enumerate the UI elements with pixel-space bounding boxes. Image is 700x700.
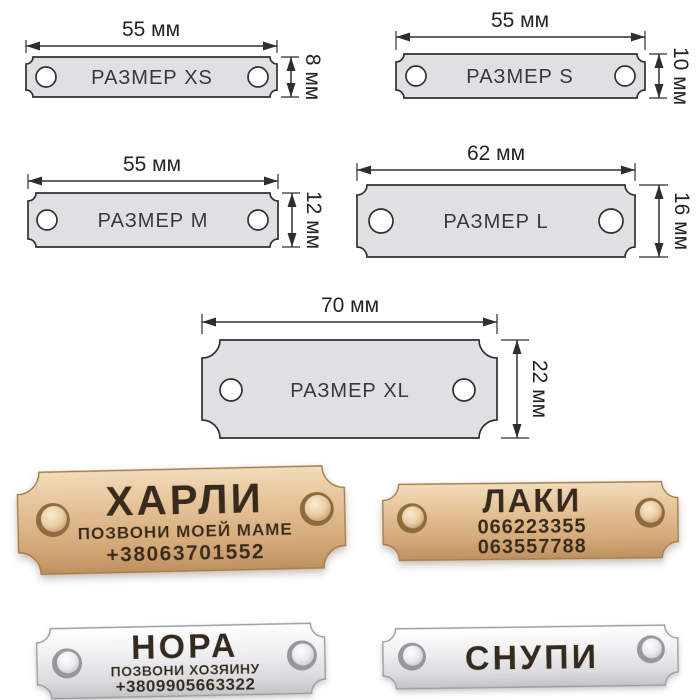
engraved-line: ПОЗВОНИ МОЕЙ МАМЕ xyxy=(78,520,293,544)
size-diagram-s: РАЗМЕР S 55 мм 10 мм xyxy=(395,9,692,105)
height-dimension: 22 мм xyxy=(501,339,551,439)
rivet-cap xyxy=(639,500,662,523)
rivet-cap xyxy=(40,505,67,532)
height-value: 22 мм xyxy=(528,360,551,418)
tag-plate-outline xyxy=(201,339,498,439)
mounting-hole xyxy=(219,378,243,402)
width-value: 55 мм xyxy=(122,18,180,41)
pet-name: НОРА xyxy=(131,627,239,667)
silver-tag-plate xyxy=(35,622,327,700)
size-label: РАЗМЕР XL xyxy=(290,380,410,402)
tag-plate-outline xyxy=(27,192,279,248)
rivet-cap xyxy=(641,638,662,659)
pet-name: ХАРЛИ xyxy=(105,474,264,525)
rivet-cap xyxy=(57,651,80,674)
gold-tag-plate xyxy=(382,480,679,562)
engraved-tag-gold-harli: ХАРЛИ ПОЗВОНИ МОЕЙ МАМЕ +38063701552 xyxy=(16,465,347,575)
rivet-cap xyxy=(402,645,423,666)
height-dimension: 16 мм xyxy=(639,184,693,258)
mounting-hole xyxy=(36,209,58,231)
engraved-tag-gold-laki: ЛАКИ 066223355 063557788 xyxy=(382,480,679,562)
width-value: 55 мм xyxy=(123,153,181,176)
gold-tag-plate xyxy=(16,465,347,575)
tag-plate-outline xyxy=(356,184,636,258)
size-diagram-m: РАЗМЕР M 55 мм 12 мм xyxy=(27,153,325,249)
width-value: 62 мм xyxy=(467,142,525,165)
height-dimension: 12 мм xyxy=(282,191,325,249)
size-label: РАЗМЕР XS xyxy=(91,67,213,89)
engraved-line: ПОЗВОНИ ХОЗЯИНУ xyxy=(110,660,259,679)
width-dimension: 55 мм xyxy=(395,9,646,50)
phone-number: +38063701552 xyxy=(106,540,265,567)
phone-number: 066223355 xyxy=(477,515,586,538)
mounting-hole xyxy=(247,209,269,231)
size-diagram-xs: РАЗМЕР XS 55 мм 8 мм xyxy=(25,18,324,100)
engraved-tag-silver-snupi: СНУПИ xyxy=(382,624,679,690)
size-label: РАЗМЕР L xyxy=(443,211,548,233)
width-value: 55 мм xyxy=(491,9,549,32)
width-dimension: 70 мм xyxy=(201,294,498,334)
height-value: 12 мм xyxy=(302,191,325,249)
size-diagram-xl: РАЗМЕР XL 70 мм 22 мм xyxy=(201,294,551,439)
mounting-hole xyxy=(35,66,57,88)
rivet-cap xyxy=(291,643,314,666)
size-diagram-l: РАЗМЕР L 62 мм 16 мм xyxy=(356,142,693,258)
pet-name: ЛАКИ xyxy=(482,481,581,519)
height-dimension: 8 мм xyxy=(281,54,324,100)
rivet-cap xyxy=(304,494,331,521)
size-label: РАЗМЕР S xyxy=(466,66,573,88)
mounting-hole xyxy=(247,66,269,88)
height-value: 16 мм xyxy=(670,192,693,250)
mounting-hole xyxy=(368,208,394,234)
phone-number: 063557788 xyxy=(478,535,587,558)
tag-plate-outline xyxy=(25,56,278,98)
width-dimension: 55 мм xyxy=(27,153,279,189)
silver-tag-plate xyxy=(382,624,679,690)
engraved-tag-silver-nora: НОРА ПОЗВОНИ ХОЗЯИНУ +3809905663322 xyxy=(35,622,327,700)
size-label: РАЗМЕР M xyxy=(98,210,209,232)
width-dimension: 62 мм xyxy=(356,142,636,181)
mounting-hole xyxy=(598,208,624,234)
width-dimension: 55 мм xyxy=(25,18,278,53)
pet-name: СНУПИ xyxy=(465,638,600,678)
phone-number: +3809905663322 xyxy=(115,674,255,696)
width-value: 70 мм xyxy=(321,294,379,317)
height-value: 10 мм xyxy=(669,47,692,105)
mounting-hole xyxy=(405,65,427,87)
rivet-cap xyxy=(401,506,424,529)
height-value: 8 мм xyxy=(301,54,324,100)
mounting-hole xyxy=(452,378,476,402)
mounting-hole xyxy=(614,65,636,87)
height-dimension: 10 мм xyxy=(649,47,692,105)
tag-plate-outline xyxy=(395,53,646,99)
